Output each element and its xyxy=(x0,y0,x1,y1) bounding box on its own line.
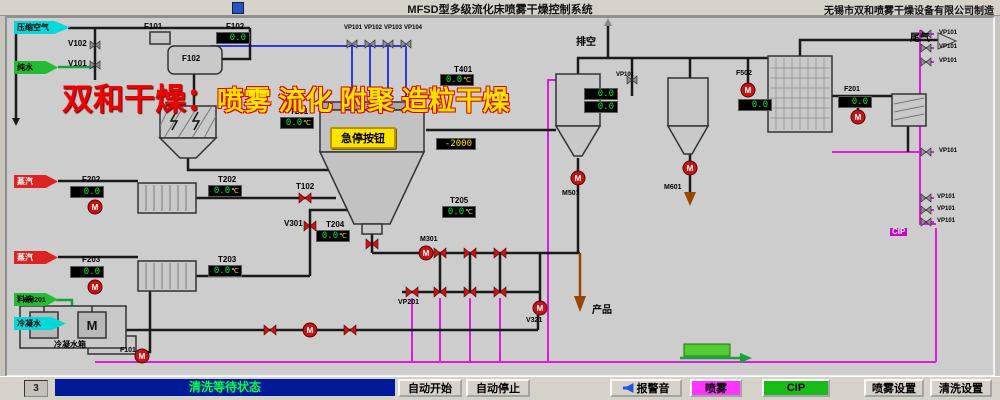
cip-button[interactable]: CIP xyxy=(762,379,830,397)
mixer-motor-icon: M xyxy=(29,311,59,339)
page-title: MFSD型多级流化床喷雾干燥控制系统 xyxy=(407,4,593,16)
manufacturer-label: 无锡市双和喷雾干燥设备有限公司制造 xyxy=(824,6,994,17)
pump-icon[interactable] xyxy=(570,170,586,186)
pipes-green xyxy=(56,65,740,360)
valve-icon[interactable] xyxy=(263,324,277,336)
valve-icon[interactable] xyxy=(920,43,932,53)
cyclone-1 xyxy=(554,73,602,157)
bag-filter xyxy=(767,55,833,133)
flow-arrows xyxy=(12,18,958,363)
air-line-arrow xyxy=(12,118,20,126)
auto-stop-button[interactable]: 自动停止 xyxy=(466,379,530,397)
pipes-black xyxy=(14,26,938,354)
pump-icon[interactable] xyxy=(740,82,756,98)
pump-icon[interactable] xyxy=(532,300,548,316)
drying-tower xyxy=(318,101,426,235)
wash-settings-button[interactable]: 清洗设置 xyxy=(930,379,992,397)
lightning-icon xyxy=(191,111,201,131)
pump-icon[interactable] xyxy=(87,199,103,215)
auto-start-button[interactable]: 自动开始 xyxy=(398,379,462,397)
valve-icon[interactable] xyxy=(920,147,932,157)
title-bar: MFSD型多级流化床喷雾干燥控制系统 无锡市双和喷雾干燥设备有限公司制造 xyxy=(0,0,1000,17)
vessels: M M xyxy=(19,31,927,355)
spray-button[interactable]: 喷雾 xyxy=(690,379,742,397)
valve-icon[interactable] xyxy=(920,193,932,203)
valve-icon[interactable] xyxy=(920,205,932,215)
lightning-icon xyxy=(169,111,179,131)
cyclone-2 xyxy=(666,77,710,155)
vent-arrow xyxy=(604,18,612,26)
pump-icon[interactable] xyxy=(418,245,434,261)
valve-icon[interactable] xyxy=(920,57,932,67)
status-indicator: 3 xyxy=(24,380,48,397)
heat-exchanger-1 xyxy=(137,182,197,214)
svg-text:M: M xyxy=(87,318,98,333)
app-icon xyxy=(232,2,244,14)
feed-tank: M M xyxy=(19,305,127,349)
mixer-motor-icon: M xyxy=(77,311,107,339)
valve-icon[interactable] xyxy=(920,29,932,39)
receiver-vessel xyxy=(167,45,223,75)
vent-label-box xyxy=(683,343,731,357)
emergency-stop-button[interactable]: 急停按钮 xyxy=(330,127,396,149)
pump-icon[interactable] xyxy=(302,322,318,338)
green-arrow xyxy=(740,353,752,363)
pump-icon[interactable] xyxy=(87,279,103,295)
alarm-sound-icon xyxy=(622,383,634,393)
product-arrow xyxy=(574,296,586,312)
pump-icon[interactable] xyxy=(850,109,866,125)
pump-icon[interactable] xyxy=(134,348,150,364)
pump-icon[interactable] xyxy=(682,160,698,176)
valve-icon[interactable] xyxy=(405,286,419,298)
powder-discharge-arrow xyxy=(684,192,696,206)
alarm-mute-label: 报警音 xyxy=(636,383,670,395)
valve-icon[interactable] xyxy=(298,192,312,204)
exhaust-arrow xyxy=(937,32,958,50)
valve-icon[interactable] xyxy=(343,324,357,336)
svg-text:M: M xyxy=(39,318,50,333)
pipes-blue xyxy=(210,45,407,104)
inline-filter xyxy=(149,31,171,45)
spray-settings-button[interactable]: 喷雾设置 xyxy=(864,379,924,397)
alarm-mute-button[interactable]: 报警音 xyxy=(610,379,682,397)
status-bar: 3 清洗等待状态 自动开始 自动停止 报警音 喷雾 CIP 喷雾设置 清洗设置 xyxy=(0,376,1000,400)
status-message: 清洗等待状态 xyxy=(55,379,395,396)
electric-heater xyxy=(158,105,218,159)
exhaust-filter xyxy=(891,93,927,127)
heat-exchanger-2 xyxy=(137,260,197,292)
